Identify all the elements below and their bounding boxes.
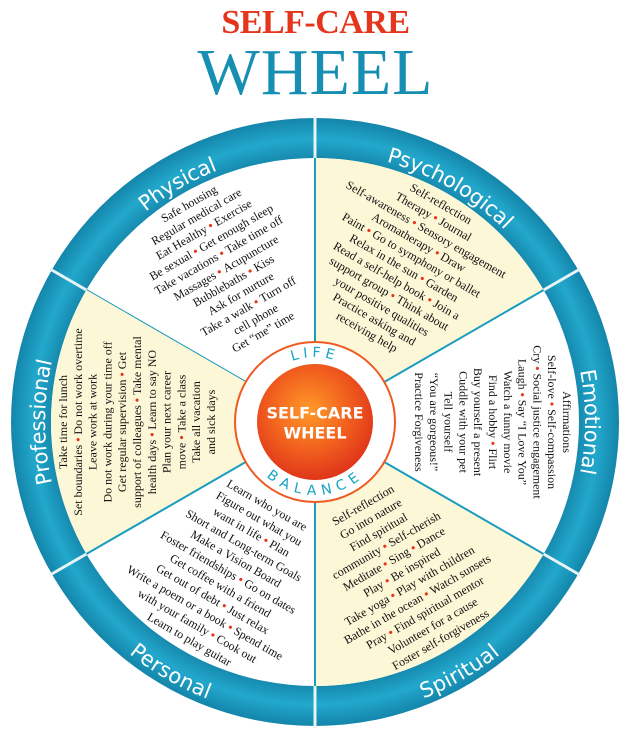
segment-psychological-background: [315, 158, 544, 422]
list-item: Buy yourself a present: [471, 368, 485, 477]
ring-divider: [49, 267, 88, 292]
list-item: Cuddle with your pet: [456, 371, 470, 473]
list-item: and sick days: [204, 389, 218, 454]
segment-spiritual-background: [315, 422, 544, 686]
list-item: Practice Forgiveness: [412, 372, 426, 472]
center-title-line2: WHEEL: [283, 424, 346, 443]
bullet-icon: •: [71, 435, 85, 445]
list-item: Plan your next career: [160, 371, 174, 473]
bullet-icon: •: [174, 432, 188, 442]
list-item: move • Take a class: [174, 374, 188, 469]
title-self-care: SELF-CARE: [221, 4, 410, 41]
list-item: Get regular supervision • Get: [115, 351, 129, 492]
segment-divider: [383, 289, 545, 383]
bullet-icon: •: [130, 395, 144, 405]
segment-divider: [383, 461, 545, 555]
ring-divider: [542, 267, 581, 292]
list-item: Take all vacation: [189, 381, 203, 463]
bullet-icon: •: [516, 390, 530, 400]
list-item: Cry • Social justice engagement: [530, 345, 544, 499]
list-item: Affirmations: [560, 391, 574, 453]
bullet-icon: •: [145, 430, 159, 440]
list-item: Tell yourself: [442, 392, 456, 453]
bullet-icon: •: [530, 363, 544, 373]
segment-professional-background: [50, 290, 315, 554]
list-item: “You are gorgeous!”: [427, 373, 441, 472]
center-title-line1: SELF-CARE: [266, 404, 363, 423]
list-item: Watch a funny movie: [501, 371, 515, 474]
list-item: Find a hobby • Flirt: [486, 375, 500, 470]
list-item: Set boundaries • Do not work overtime: [71, 328, 85, 516]
center-core: [257, 364, 373, 480]
life-label: LIFE: [289, 345, 341, 365]
ring-divider: [49, 552, 88, 577]
ring-divider: [542, 552, 581, 577]
bullet-icon: •: [115, 369, 129, 379]
list-item: Do not work during your time off: [100, 341, 114, 502]
list-item: Self-love • Self-compassion: [545, 355, 559, 489]
segment-divider: [85, 461, 247, 555]
list-item: Laugh • Say “I Love You”: [516, 359, 530, 485]
bullet-icon: •: [545, 399, 559, 409]
list-item: Take time for lunch: [56, 375, 70, 469]
title-wheel: WHEEL: [197, 36, 434, 109]
bullet-icon: •: [486, 438, 500, 448]
list-item: support of colleagues • Take mental: [130, 336, 144, 508]
list-item: Leave work at work: [86, 374, 100, 470]
list-item: health days • Learn to say NO: [145, 350, 159, 495]
